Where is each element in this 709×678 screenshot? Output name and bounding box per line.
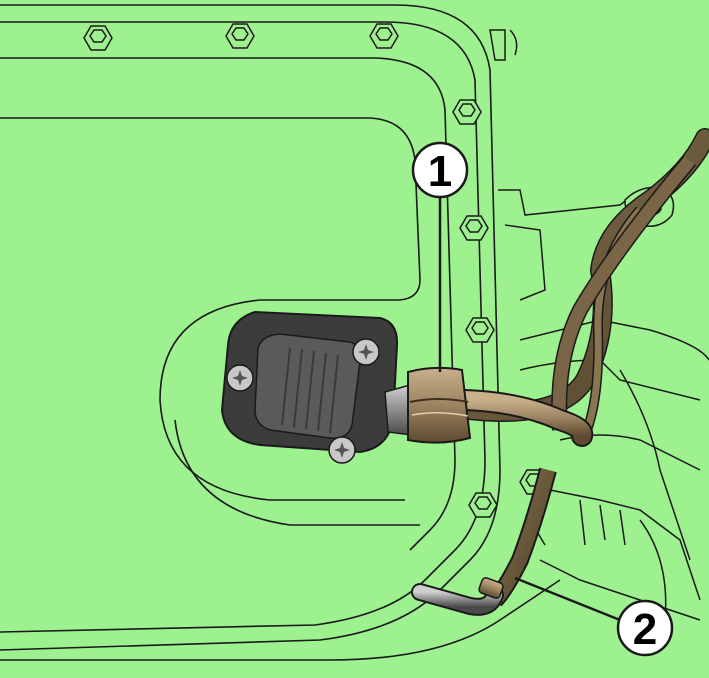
torx-screw-icon bbox=[352, 338, 380, 366]
guide-tube bbox=[411, 577, 504, 616]
callout-label-2: 2 bbox=[633, 605, 657, 654]
hex-bolt-icon bbox=[369, 23, 399, 49]
callout-2: 2 bbox=[514, 576, 674, 657]
hex-bolt-icon bbox=[452, 99, 482, 125]
leader-line-2 bbox=[514, 576, 621, 622]
sensor-ribs bbox=[281, 347, 339, 434]
torx-screw-icon bbox=[226, 364, 254, 392]
hex-bolt-icon bbox=[83, 25, 113, 51]
hex-bolt-icon bbox=[465, 317, 495, 343]
oil-pan-flange bbox=[0, 4, 561, 661]
callout-label-1: 1 bbox=[428, 147, 452, 196]
hex-bolt-icon bbox=[225, 23, 255, 49]
hex-bolt-icon bbox=[459, 215, 489, 241]
callout-1: 1 bbox=[411, 141, 469, 372]
torx-screw-icon bbox=[328, 436, 356, 464]
callout-circle-2 bbox=[616, 599, 674, 657]
callout-circle-1 bbox=[411, 141, 469, 199]
wiring-harness bbox=[454, 128, 709, 607]
oil-level-sensor bbox=[220, 310, 472, 464]
hex-bolt-icon bbox=[468, 492, 498, 518]
